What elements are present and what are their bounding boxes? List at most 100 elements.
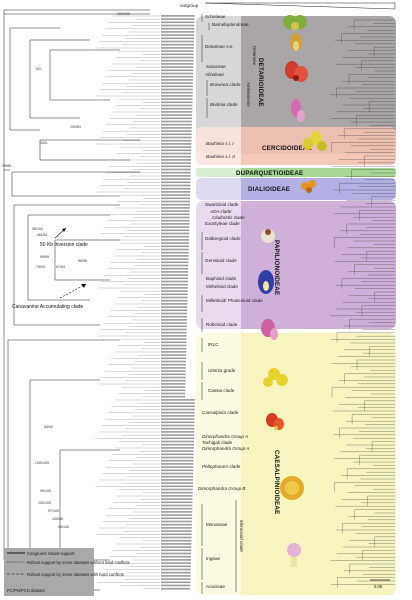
tip-name-placeholder (161, 472, 194, 475)
tip-name-placeholder (161, 56, 194, 59)
tip-name-placeholder (161, 495, 193, 497)
tip-name-placeholder (161, 335, 187, 337)
tip-name-placeholder (161, 258, 189, 260)
tip-name-placeholder (161, 79, 193, 81)
tribe-detarieae-ss: Detarieae s.s. (205, 44, 233, 49)
clade-dinorphandra-a: Dinorphandra Group A (202, 434, 248, 439)
tip-name-placeholder (161, 539, 192, 542)
tip-name-placeholder (161, 101, 193, 104)
tip-name-placeholder (161, 66, 194, 68)
tip-name-placeholder (161, 181, 191, 184)
tip-name-placeholder (161, 34, 195, 36)
tip-name-placeholder (161, 354, 187, 356)
tip-name-placeholder (161, 200, 190, 203)
tip-name-placeholder (161, 482, 193, 484)
panel-cercidoideae (196, 127, 396, 165)
tip-name-placeholder (161, 370, 186, 372)
detarioideae-tribes: Schotieae Barnebydendreae Detarieae s.s.… (201, 14, 257, 118)
tip-name-placeholder (161, 319, 187, 321)
panel-duparquetioideae (196, 168, 396, 177)
subfamily-panels (196, 16, 396, 595)
clade-acacieae: Acacieae (206, 584, 225, 589)
tip-name-placeholder (161, 245, 189, 248)
tip-name-placeholder (161, 194, 191, 196)
tip-name-placeholder (161, 184, 191, 187)
tip-name-placeholder (161, 242, 189, 244)
tip-name-placeholder (161, 571, 191, 574)
tip-name-placeholder (161, 152, 192, 155)
tip-name-placeholder (161, 453, 194, 456)
legend-dataset: PC/PN/PCN dataset (7, 588, 46, 593)
flower-berlinia (291, 99, 305, 122)
tip-name-placeholder (161, 549, 192, 552)
subfamily-caesalpinioideae: CAESALPINIOIDEAE (273, 450, 280, 514)
flower-brownea (285, 61, 308, 82)
tribe-brownea: Brownea clade (210, 82, 241, 87)
tip-name-placeholder (161, 219, 190, 222)
tip-name-placeholder (161, 232, 190, 235)
clade-ada: ADA clade (209, 209, 232, 214)
canavanine-annotation: Canavanine Accumulating clade (12, 304, 83, 310)
tip-name-placeholder (161, 479, 193, 481)
tip-name-placeholder (161, 248, 189, 251)
legend-item-robust-no-conflict: Robust support by some datasets without … (27, 560, 130, 565)
panel-dialioideae (196, 178, 396, 200)
panel-detarioideae (196, 16, 396, 154)
tip-name-placeholder (161, 511, 193, 513)
tip-name-placeholder (161, 421, 195, 424)
flower-detarieae (290, 33, 302, 51)
tip-name-placeholder (161, 165, 191, 168)
svg-text:96/96: 96/96 (78, 259, 87, 263)
tip-name-placeholder (161, 88, 193, 91)
tip-name-placeholder (161, 408, 195, 411)
tip-name-placeholder (161, 235, 190, 238)
tip-name-placeholder (161, 565, 191, 568)
group-amherstieae: Amherstieae (246, 82, 251, 107)
tip-name-placeholder (161, 562, 191, 564)
tip-name-placeholder (161, 120, 192, 123)
tip-name-placeholder (161, 568, 191, 571)
svg-text:98/100: 98/100 (32, 227, 43, 231)
clade-umtiza: Umtiza grade (208, 368, 236, 373)
tip-name-placeholder (161, 587, 191, 590)
tip-name-placeholder (161, 459, 194, 462)
subfamily-cercidoideae: CERCIDOIDEAE (262, 145, 312, 152)
tip-name-placeholder (161, 239, 189, 241)
tip-name-placeholder (161, 127, 192, 129)
tip-name-placeholder (161, 43, 194, 46)
annotations: 50 Kb inversion clade Canavanine Accumul… (12, 227, 88, 310)
tip-name-placeholder (161, 37, 195, 40)
tip-name-placeholder (161, 373, 186, 376)
flower-umtiza (263, 368, 288, 387)
panel-caesalpinioideae (196, 333, 396, 595)
tip-name-placeholder (161, 136, 192, 139)
tip-name-placeholder (161, 229, 190, 232)
tip-name-placeholder (161, 315, 188, 318)
subfamily-dialioideae: DIALIOIDEAE (248, 186, 290, 193)
tip-name-placeholder (161, 344, 187, 347)
mimosoid-clade-label: Mimosoid clade (239, 520, 244, 552)
tip-name-placeholder (161, 379, 186, 382)
tip-name-placeholder (161, 31, 195, 33)
tip-name-placeholder (161, 155, 192, 158)
scale-bar: 0.06 (370, 579, 390, 589)
tip-labels (95, 15, 195, 590)
clade-baphioid: Baphioid clade (206, 276, 237, 281)
tip-name-placeholder (161, 463, 194, 465)
flower-parkia (280, 476, 304, 500)
chronogram (330, 19, 395, 588)
tip-name-placeholder (161, 341, 187, 344)
tip-name-placeholder (161, 27, 195, 30)
tip-name-placeholder (161, 287, 188, 289)
tip-name-placeholder (161, 485, 193, 488)
tip-name-placeholder (161, 402, 195, 404)
tip-name-placeholder (161, 91, 193, 94)
tip-name-placeholder (161, 399, 195, 401)
tip-name-placeholder (161, 363, 186, 366)
tip-name-placeholder (161, 581, 191, 584)
tip-name-placeholder (161, 171, 191, 174)
tip-name-placeholder (161, 351, 187, 353)
tip-name-placeholder (161, 223, 190, 225)
tip-name-placeholder (161, 114, 193, 116)
tip-name-placeholder (161, 306, 188, 308)
